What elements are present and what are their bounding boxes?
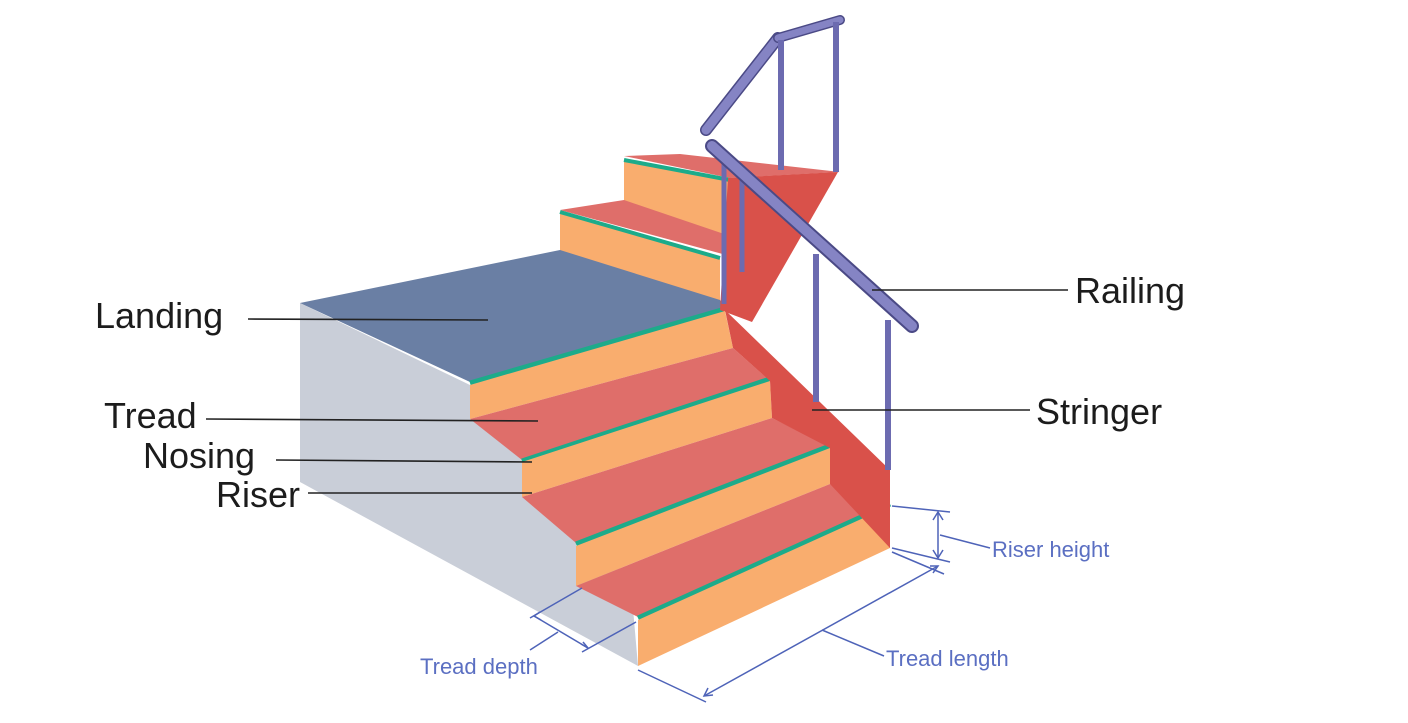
lower-flight — [470, 311, 892, 666]
side-wall — [300, 303, 638, 666]
leader-tread — [205, 418, 539, 422]
upper-riser-2 — [560, 212, 720, 304]
label-nosing: Nosing — [143, 435, 255, 476]
lower-handrail — [707, 141, 917, 331]
label-landing: Landing — [95, 295, 223, 336]
label-tread: Tread — [104, 395, 197, 436]
tread-3 — [576, 484, 890, 617]
riser-2 — [522, 381, 772, 497]
top-handrail — [774, 16, 844, 42]
riser-height-dimension — [891, 505, 991, 563]
upper-stringer — [720, 172, 838, 322]
upper-tread-2 — [560, 200, 730, 256]
landing-platform — [300, 250, 725, 382]
nosing-2 — [575, 443, 831, 547]
tread-length-dimension — [637, 551, 945, 703]
leader-landing — [247, 318, 489, 321]
tread-depth-dimension — [529, 587, 637, 653]
nosing-1 — [521, 376, 771, 464]
tread-2 — [522, 418, 828, 543]
upper-nosing-2 — [559, 210, 721, 260]
lower-stringer — [725, 310, 890, 548]
landing-nosing — [469, 306, 726, 386]
leader-nosing — [275, 459, 533, 463]
upper-handrail — [701, 33, 783, 135]
label-stringer: Stringer — [1036, 391, 1162, 432]
label-riser-height: Riser height — [992, 537, 1109, 562]
tread-1 — [470, 348, 768, 460]
label-railing: Railing — [1075, 270, 1185, 311]
railing — [700, 15, 919, 470]
upper-nosing-top — [623, 158, 731, 182]
label-tread-length: Tread length — [886, 646, 1009, 671]
label-riser: Riser — [216, 474, 300, 515]
riser-3 — [576, 448, 830, 586]
riser-4 — [638, 506, 890, 666]
riser-1 — [470, 311, 733, 419]
label-tread-depth: Tread depth — [420, 654, 538, 679]
nosing-3 — [636, 501, 892, 621]
upper-riser-top — [624, 160, 730, 238]
